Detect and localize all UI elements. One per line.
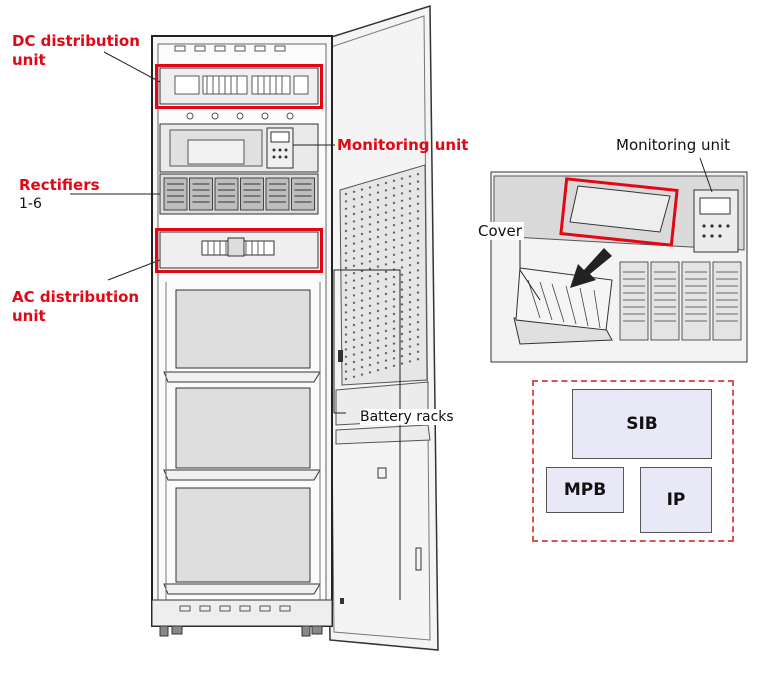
battery-racks-label: Battery racks (360, 409, 454, 425)
detail-rectifier-module (681, 261, 711, 341)
detail-rectifier-module (619, 261, 649, 341)
sib-board: SIB (572, 389, 712, 459)
ac-distribution-highlight (155, 228, 323, 273)
board-layout-frame (532, 380, 734, 542)
battery-bays (175, 289, 311, 583)
ip-label: IP (666, 490, 686, 510)
leader-lines (70, 51, 401, 600)
detail-rectifier-module (650, 261, 680, 341)
arrow-icon (570, 248, 612, 288)
cover-highlight (559, 177, 679, 247)
dc-distribution-label: DC distribution unit (12, 32, 140, 69)
rectifiers-range-label: 1-6 (19, 196, 42, 212)
ip-board: IP (640, 467, 712, 533)
detail-monitoring-unit-label: Monitoring unit (616, 136, 731, 154)
mpb-board: MPB (546, 467, 624, 513)
rectifiers-label: Rectifiers (19, 176, 100, 194)
dc-distribution-highlight (155, 64, 323, 109)
ac-distribution-label: AC distribution unit (12, 288, 140, 325)
cover-plate (569, 185, 671, 233)
mpb-label: MPB (563, 480, 607, 500)
cover-label: Cover (476, 222, 524, 240)
detail-rectifier-module (712, 261, 742, 341)
monitoring-unit-label: Monitoring unit (337, 136, 469, 154)
sib-label: SIB (626, 414, 658, 434)
